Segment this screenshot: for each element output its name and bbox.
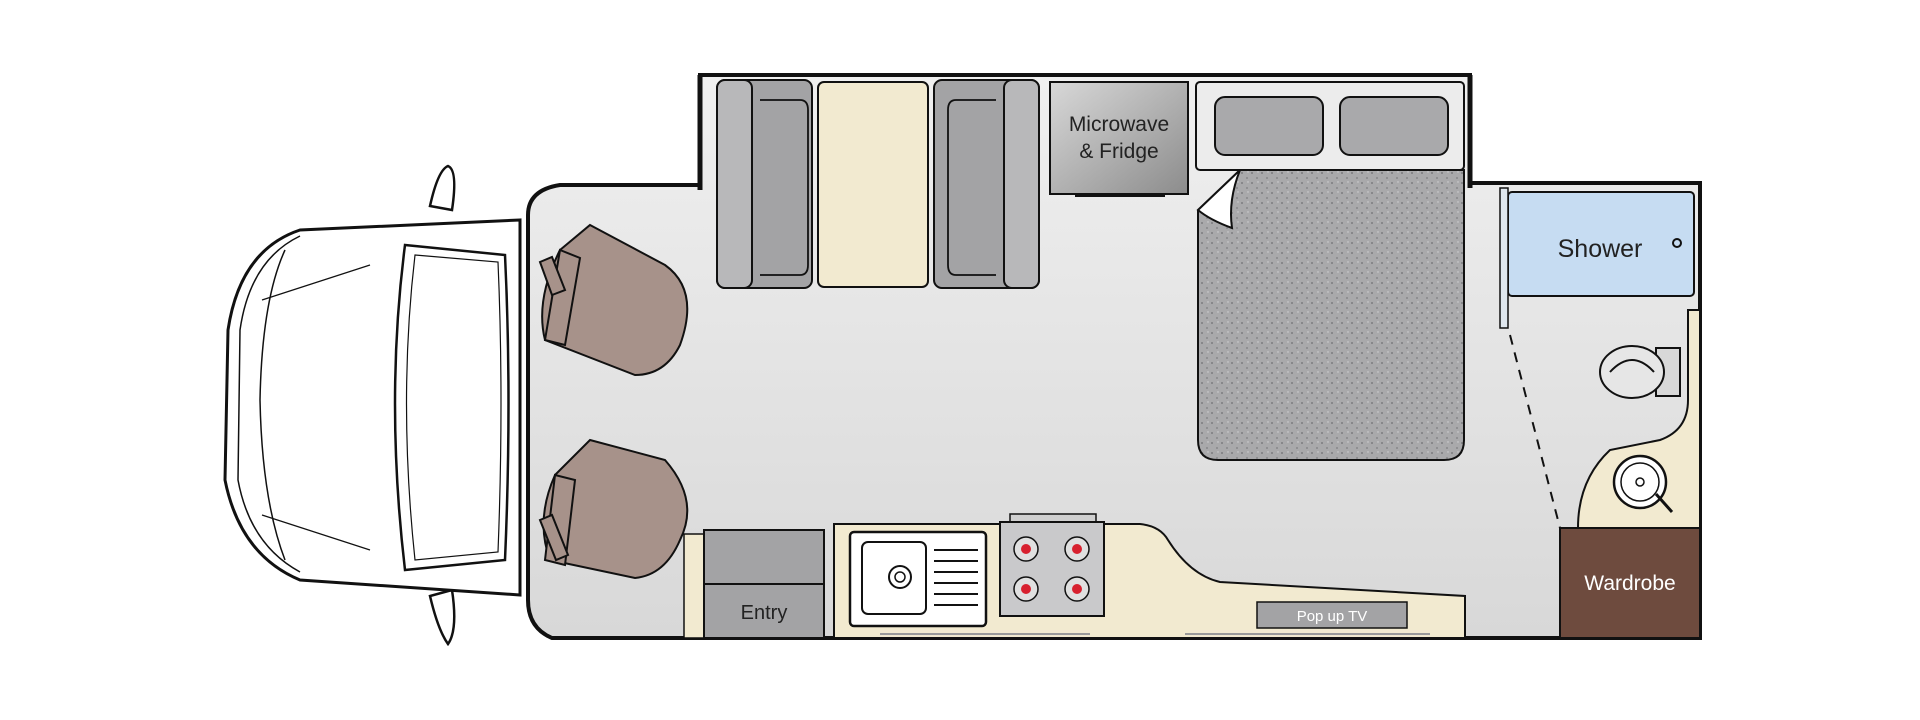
mirror-bottom — [428, 588, 456, 647]
pop-up-tv-label: Pop up TV — [1297, 608, 1368, 625]
shower-label: Shower — [1558, 235, 1643, 263]
cooktop-icon — [999, 513, 1105, 617]
bed-fold — [1196, 169, 1241, 230]
cab-seat-top — [538, 223, 689, 377]
microwave-label-line2: & Fridge — [1079, 140, 1158, 163]
shower-drain-icon — [1672, 238, 1682, 248]
windshield — [393, 243, 510, 572]
wardrobe — [1559, 527, 1701, 639]
cab-seat-bottom — [538, 438, 689, 580]
bed-pillow-right — [1339, 96, 1449, 156]
bathroom-sink-icon — [1612, 454, 1674, 513]
microwave-label-line1: Microwave — [1069, 113, 1169, 136]
pop-up-tv — [1256, 601, 1408, 629]
bed-pillow-left — [1214, 96, 1324, 156]
kitchen-sink-icon — [848, 530, 988, 628]
vehicle-cab — [223, 164, 522, 647]
mirror-top — [428, 164, 456, 212]
entry-label: Entry — [741, 602, 788, 624]
dinette-table — [817, 81, 929, 288]
entry-cabinet — [703, 529, 825, 585]
bed-mattress — [1197, 169, 1465, 461]
bed — [1195, 81, 1465, 461]
bathroom: Shower Wardrobe — [1499, 187, 1701, 639]
entry-step — [703, 583, 825, 639]
kitchen: Entry — [683, 513, 1466, 639]
microwave-fridge: Microwave & Fridge — [1049, 81, 1189, 197]
dinette — [716, 79, 1040, 289]
wardrobe-label: Wardrobe — [1584, 572, 1675, 595]
toilet-icon — [1599, 345, 1681, 399]
